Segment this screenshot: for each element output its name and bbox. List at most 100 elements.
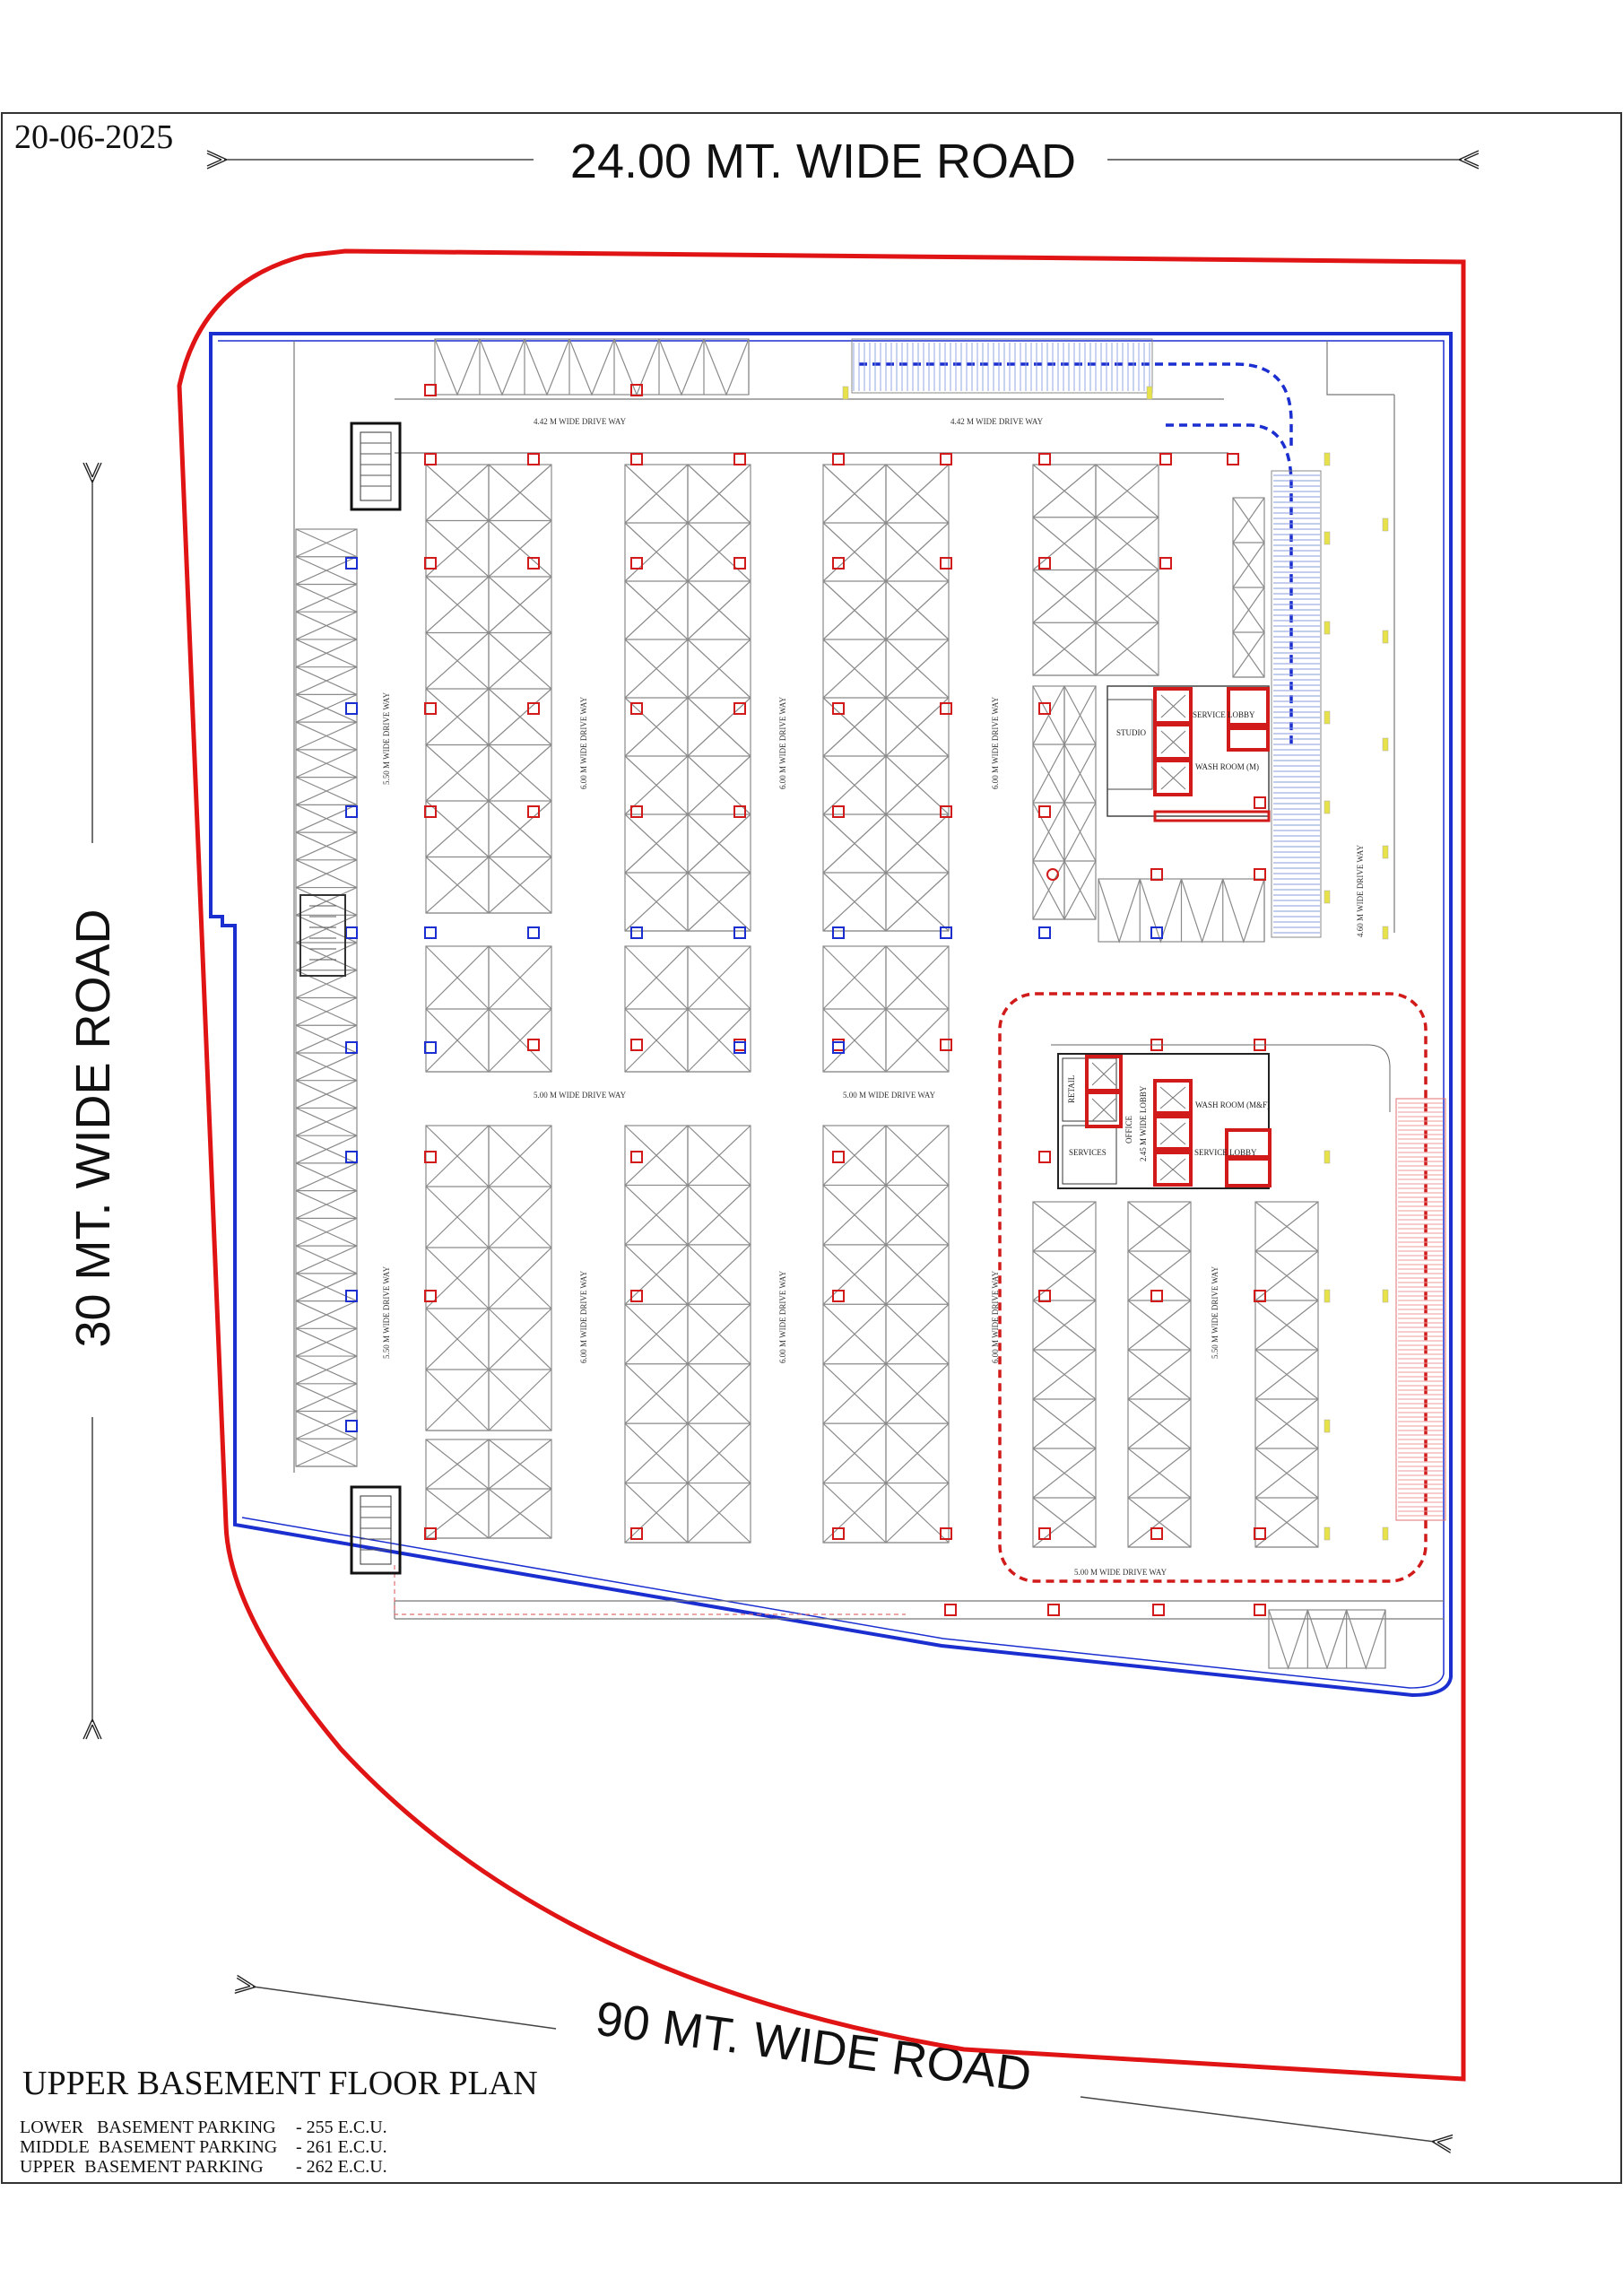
parking-stall [885, 1303, 950, 1365]
parking-stall [1306, 1609, 1348, 1670]
column-marker [345, 805, 358, 818]
stall-column [1032, 1201, 1097, 1548]
parking-stall [1032, 860, 1065, 920]
driveway-middle-right: 5.00 M WIDE DRIVE WAY [843, 1091, 936, 1100]
parking-stall [295, 1438, 358, 1467]
stall-row [1098, 878, 1265, 944]
column-marker [1150, 1290, 1163, 1302]
stall-column [1095, 464, 1159, 676]
column-marker [527, 805, 540, 818]
parking-stall [1098, 878, 1141, 944]
parking-stall [295, 859, 358, 889]
south-road-text: 90 MT. WIDE ROAD [593, 1991, 1035, 2101]
column-marker [832, 926, 845, 939]
parking-stall [425, 1125, 490, 1187]
stall-column [1232, 497, 1265, 678]
marker-yellow [1146, 386, 1153, 400]
column-marker [832, 1041, 845, 1054]
parking-stall [1063, 685, 1097, 745]
stall-column [488, 1125, 552, 1431]
parking-stall [295, 1355, 358, 1385]
parking-stall [488, 520, 552, 578]
column-marker [940, 557, 952, 570]
column-marker [345, 1290, 358, 1302]
column-marker [733, 1039, 746, 1051]
column-marker [1254, 868, 1266, 881]
marker-yellow [1382, 1289, 1389, 1303]
column-marker [733, 453, 746, 465]
parking-stall [1095, 464, 1159, 518]
driveway-top-right: 4.42 M WIDE DRIVE WAY [950, 417, 1044, 426]
ramp-top [851, 338, 1153, 394]
marker-yellow [1324, 531, 1331, 545]
column-marker [1254, 1527, 1266, 1540]
stall-column [295, 528, 358, 1467]
column-marker [424, 557, 437, 570]
parking-stall [822, 945, 887, 1010]
parking-stall [425, 1439, 490, 1490]
column-marker [424, 1290, 437, 1302]
column-marker [940, 1527, 952, 1540]
stall-row-outline [434, 338, 750, 396]
parking-stall [295, 1300, 358, 1329]
parking-stall [1032, 685, 1065, 745]
parking-stall [1232, 542, 1265, 588]
parking-stall [703, 338, 750, 396]
parking-stall [295, 1327, 358, 1357]
parking-stall [295, 1273, 358, 1302]
parking-stall [1139, 878, 1183, 944]
parking-stall [295, 970, 358, 999]
parking-stall [295, 1080, 358, 1109]
column-marker-round [1046, 868, 1059, 881]
parking-stall [624, 1184, 689, 1246]
parking-stall [295, 1024, 358, 1054]
service-path [394, 1565, 906, 1615]
parking-stall [1032, 464, 1097, 518]
parking-stall [1254, 1300, 1319, 1351]
column-marker [733, 1041, 746, 1054]
parking-stall [687, 1483, 751, 1544]
parking-stall [1232, 631, 1265, 678]
parking-stall [1032, 1448, 1097, 1499]
parking-stall [425, 744, 490, 802]
parking-stall [1254, 1448, 1319, 1499]
column-marker [1038, 1151, 1051, 1163]
column-marker [424, 702, 437, 715]
stall-column [488, 945, 552, 1073]
marker-yellow [842, 386, 849, 400]
parking-stall [425, 857, 490, 914]
parking-stall [295, 1052, 358, 1082]
parking-stall [1268, 1609, 1308, 1670]
parking-stall [624, 1008, 689, 1073]
parking-stall [1254, 1398, 1319, 1449]
parking-stall [885, 1008, 950, 1073]
parking-stall [885, 1363, 950, 1424]
column-marker [630, 557, 643, 570]
hatch [853, 343, 1150, 391]
parking-stall [885, 464, 950, 524]
north-road-text: 24.00 MT. WIDE ROAD [570, 135, 1076, 188]
marker-yellow [1324, 710, 1331, 725]
marker-yellow [1324, 890, 1331, 904]
column-marker [1227, 453, 1239, 465]
parking-stall [687, 1008, 751, 1073]
parking-stall [295, 693, 358, 723]
parking-stall [434, 338, 481, 396]
right-ramp-hatch [1395, 1098, 1446, 1521]
parking-stall [822, 1125, 887, 1187]
column-marker [1159, 453, 1172, 465]
parking-stall [822, 1008, 887, 1073]
column-marker [832, 453, 845, 465]
parking-stall [488, 1488, 552, 1539]
driveway-v-6-00-a-lower: 6.00 M WIDE DRIVE WAY [579, 1270, 588, 1363]
stall-column [1127, 1201, 1192, 1548]
parking-stall [295, 831, 358, 861]
parking-stall [624, 872, 689, 932]
marker-yellow [1324, 1419, 1331, 1433]
parking-stall [624, 1483, 689, 1544]
parking-stall [687, 813, 751, 874]
room-retail: RETAIL [1067, 1075, 1076, 1103]
parking-stall [687, 945, 751, 1010]
driveway-v-5-50-right: 5.50 M WIDE DRIVE WAY [1211, 1265, 1219, 1359]
parking-stall [822, 639, 887, 699]
